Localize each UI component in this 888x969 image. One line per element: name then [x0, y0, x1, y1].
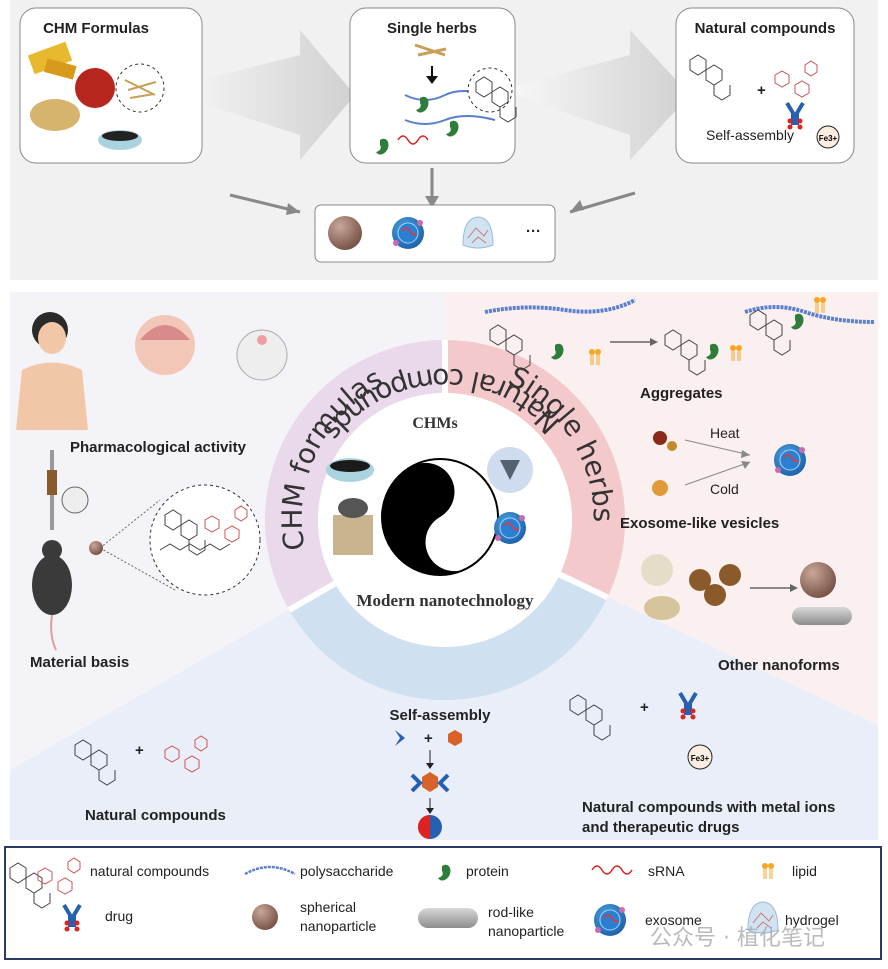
legend-items: natural compounds polysaccharide protein…	[9, 857, 839, 939]
sector-single-herbs	[445, 340, 626, 598]
single-herb-illustration	[376, 43, 517, 155]
material-basis-label: Material basis	[30, 654, 129, 671]
watermark: 公众号 · 植化笔记	[650, 926, 825, 951]
polysaccharide-icon	[244, 865, 296, 876]
svg-text:and therapeutic drugs: and therapeutic drugs	[582, 819, 740, 836]
exosome-vesicles-label: Exosome-like vesicles	[620, 515, 779, 532]
nanoforms-box	[314, 204, 556, 263]
exosome-vesicles-illustration	[652, 431, 807, 496]
sector-natural-compounds	[289, 574, 608, 701]
box-title: Single herbs	[387, 20, 477, 37]
center-subtitle: Modern nanotechnology	[356, 591, 534, 610]
svg-text:Fe3+: Fe3+	[691, 754, 710, 763]
svg-text:Fe3+: Fe3+	[819, 134, 838, 143]
svg-text:+: +	[424, 730, 433, 747]
exosome-icon	[593, 903, 627, 937]
svg-text:Cold: Cold	[710, 481, 739, 497]
arrow-icon	[500, 30, 690, 160]
stove-icon	[333, 515, 373, 555]
pharmacological-activity-label: Pharmacological activity	[70, 439, 247, 456]
box-natural-compounds	[675, 7, 855, 164]
box-title: CHM Formulas	[43, 20, 149, 37]
natural-compounds-label: Natural compounds	[85, 807, 226, 824]
svg-text:nanoparticle: nanoparticle	[488, 923, 564, 939]
svg-text:hydrogel: hydrogel	[785, 912, 839, 928]
self-assembly-label: Self-assembly	[706, 127, 794, 143]
yin-yang-icon	[381, 458, 499, 576]
srna-icon	[591, 865, 633, 875]
aggregates-label: Aggregates	[640, 385, 723, 402]
svg-text:polysaccharide: polysaccharide	[300, 863, 394, 879]
rod-icon	[418, 908, 478, 928]
sphere-icon	[252, 904, 278, 930]
self-assembly-illustration	[395, 730, 462, 839]
wheel: CHM formulas Single herbs Natural compou…	[264, 340, 626, 701]
mouse-injection-illustration	[32, 450, 261, 651]
svg-text:···: ···	[526, 223, 541, 240]
herbs-illustration	[27, 41, 165, 150]
iron-ion-icon	[687, 744, 713, 770]
box-title: Natural compounds	[695, 20, 836, 37]
aggregates-illustration	[484, 296, 876, 376]
iron-ion-icon	[816, 125, 840, 149]
svg-text:natural compounds: natural compounds	[90, 863, 209, 879]
svg-text:protein: protein	[466, 863, 509, 879]
sphere-icon	[328, 216, 362, 250]
svg-text:lipid: lipid	[792, 863, 817, 879]
svg-text:drug: drug	[105, 908, 133, 924]
svg-text:Heat: Heat	[710, 425, 740, 441]
exosome-icon	[493, 511, 527, 545]
svg-text:sRNA: sRNA	[648, 863, 685, 879]
arrow-icon	[160, 30, 355, 160]
other-nanoforms-label: Other nanoforms	[718, 657, 840, 674]
center-title: CHMs	[412, 415, 457, 432]
metal-ions-label: Natural compounds with metal ions	[582, 799, 835, 816]
exosome-icon	[391, 216, 425, 250]
other-nanoforms-illustration	[641, 554, 852, 625]
box-single-herbs	[349, 7, 516, 164]
svg-text:+: +	[135, 742, 144, 759]
svg-text:exosome: exosome	[645, 912, 702, 928]
svg-text:nanoparticle: nanoparticle	[300, 918, 376, 934]
svg-text:+: +	[757, 82, 766, 99]
sector-chm-formulas	[264, 340, 445, 610]
pharmacology-illustration	[16, 312, 288, 430]
svg-text:spherical: spherical	[300, 899, 356, 915]
svg-text:+: +	[640, 699, 649, 716]
svg-text:rod-like: rod-like	[488, 904, 534, 920]
self-assembly-label: Self-assembly	[390, 707, 492, 724]
